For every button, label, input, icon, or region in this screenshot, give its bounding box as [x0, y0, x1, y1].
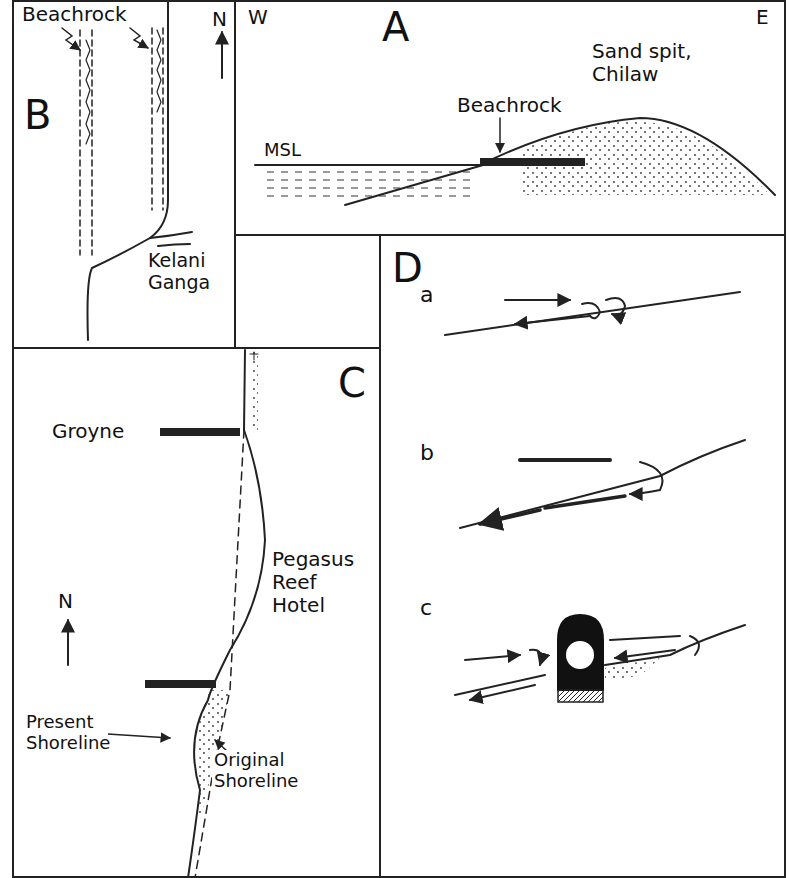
profile-a	[255, 118, 775, 205]
panel-letter: A	[382, 4, 409, 50]
feature-label: MSL	[262, 140, 303, 161]
feature-label: Original Shoreline	[212, 750, 326, 791]
sketch-panel: Da b c	[379, 234, 786, 878]
axis-letter: W	[248, 6, 268, 29]
wave-sketches	[445, 292, 745, 702]
axis-letter: b	[420, 440, 434, 465]
profile-panel: W A E Sand spit, ChilawBeachrockMSL	[234, 0, 786, 236]
feature-label: Sand spit, Chilaw	[590, 40, 704, 86]
feature-label: Kelani Ganga	[146, 250, 230, 294]
feature-label: Beachrock	[20, 3, 129, 26]
panel-letter: C	[338, 360, 366, 406]
feature-label: Groyne	[50, 420, 126, 443]
feature-label: Beachrock	[455, 94, 564, 117]
axis-letter: N	[212, 8, 227, 31]
axis-letter: c	[420, 595, 432, 620]
map-panel: C GroyneN Pegasus Reef HotelPresent Shorel…	[12, 347, 381, 878]
axis-letter: E	[756, 6, 769, 29]
feature-label: Pegasus Reef Hotel	[270, 548, 364, 617]
panel-letter: D	[392, 245, 423, 291]
axis-letter: a	[420, 282, 433, 307]
feature-label: Present Shoreline	[24, 712, 108, 753]
axis-letter: N	[58, 590, 73, 613]
map-panel: B BeachrockKelani Ganga N	[12, 0, 236, 349]
panel-letter: B	[24, 92, 51, 138]
